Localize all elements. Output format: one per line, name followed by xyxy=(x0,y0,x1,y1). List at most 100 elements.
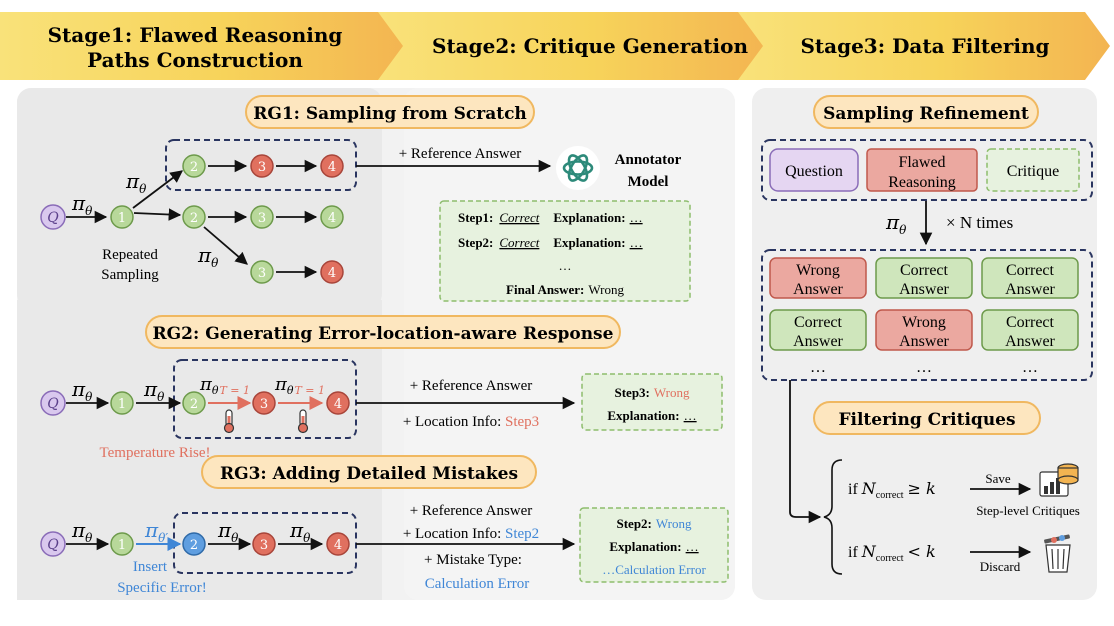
stage2-chevron xyxy=(378,12,770,80)
answers-ellipsis: … xyxy=(916,359,932,376)
filtering-title-pill xyxy=(813,401,1041,435)
svg-text:4: 4 xyxy=(328,160,336,175)
annotator-line2: Model xyxy=(628,174,669,190)
svg-text:Correct: Correct xyxy=(1006,314,1055,331)
rg3-step-row: Step2:Wrong xyxy=(617,516,692,531)
svg-text:1: 1 xyxy=(118,397,126,412)
database-chart-icon xyxy=(1039,463,1079,497)
rg1-node-4c: 4 xyxy=(320,260,344,284)
rg2-node-4: 4 xyxy=(326,391,350,415)
rg2-critique-box xyxy=(581,373,723,431)
svg-text:Wrong: Wrong xyxy=(902,314,946,331)
rg3-insert-line2: Specific Error! xyxy=(117,580,207,596)
svg-text:3: 3 xyxy=(260,538,268,553)
critique-box xyxy=(986,148,1080,192)
rg1-node-2a: 2 xyxy=(182,154,206,178)
svg-text:4: 4 xyxy=(334,538,342,553)
answer-cell-correct: Correct Answer xyxy=(769,309,867,351)
rg2-loc-info: + Location Info: Step3 xyxy=(403,414,539,430)
svg-text:Q: Q xyxy=(47,210,59,226)
rg1-pi-1: πθ xyxy=(71,191,93,218)
answer-cell-wrong: Wrong Answer xyxy=(875,309,973,351)
rg1-node-1: 1 xyxy=(110,205,134,229)
svg-text:3: 3 xyxy=(260,397,268,412)
svg-text:2: 2 xyxy=(190,211,198,226)
step-level-label: Step-level Critiques xyxy=(976,503,1080,518)
svg-text:Answer: Answer xyxy=(1005,333,1055,350)
inputs-dashed-group xyxy=(761,139,1093,201)
answer-cell-correct: Correct Answer xyxy=(981,257,1079,299)
rg2-pi-temp-1: πθT = 1 xyxy=(199,374,250,397)
rg3-pi-2: πθ xyxy=(217,518,239,545)
filter-brace xyxy=(823,459,843,575)
svg-text:4: 4 xyxy=(328,211,336,226)
rg3-node-1: 1 xyxy=(110,532,134,556)
rg3-node-4: 4 xyxy=(326,532,350,556)
svg-text:Answer: Answer xyxy=(793,333,843,350)
rg1-ref-answer: + Reference Answer xyxy=(399,146,522,162)
svg-text:Wrong: Wrong xyxy=(796,262,840,279)
annotator-logo-icon xyxy=(556,146,600,190)
rg1-node-3b: 3 xyxy=(250,205,274,229)
rg2-node-2: 2 xyxy=(182,391,206,415)
svg-text:Correct: Correct xyxy=(900,262,949,279)
answer-cell-correct: Correct Answer xyxy=(875,257,973,299)
sampling-title: Sampling Refinement xyxy=(823,104,1029,124)
save-label: Save xyxy=(985,471,1011,486)
stage1-rg1-shade xyxy=(17,88,382,308)
rg1-title-pill xyxy=(245,95,535,129)
svg-text:2: 2 xyxy=(190,160,198,175)
rg1-repeated-line1: Repeated xyxy=(102,247,158,263)
rg1-node-2b: 2 xyxy=(182,205,206,229)
rg3-loc-info: + Location Info: Step2 xyxy=(403,526,539,542)
answer-cell-wrong: Wrong Answer xyxy=(769,257,867,299)
rg2-title-pill xyxy=(145,315,621,349)
sampling-pi: πθ xyxy=(885,210,907,237)
rg3-pi-prime: πθ′ xyxy=(144,518,168,545)
svg-text:1: 1 xyxy=(118,211,126,226)
rg3-title: RG3: Adding Detailed Mistakes xyxy=(220,464,518,484)
rg3-node-q: Q xyxy=(40,531,66,557)
rg1-node-4a: 4 xyxy=(320,154,344,178)
rg3-node-3: 3 xyxy=(252,532,276,556)
rg3-pi-1: πθ xyxy=(71,518,93,545)
thermometer-icon xyxy=(297,409,309,434)
answer-cell-correct: Correct Answer xyxy=(981,309,1079,351)
answers-dashed-group xyxy=(761,249,1093,381)
rg3-insert-line1: Insert xyxy=(133,559,168,575)
discard-label: Discard xyxy=(980,559,1021,574)
rg1-pi-2: πθ xyxy=(125,169,147,196)
rg3-ref-answer: + Reference Answer xyxy=(410,503,533,519)
svg-text:Q: Q xyxy=(47,396,59,412)
stage2-title: Stage2: Critique Generation xyxy=(432,34,748,58)
rg2-node-3: 3 xyxy=(252,391,276,415)
rg2-pi-1: πθ xyxy=(71,377,93,404)
rg1-critique-box xyxy=(439,200,691,302)
answers-ellipsis: … xyxy=(1022,359,1038,376)
svg-text:Answer: Answer xyxy=(1005,281,1055,298)
rg1-dashed-group xyxy=(165,139,357,191)
rg3-node-2: 2 xyxy=(182,532,206,556)
rg1-node-3a: 3 xyxy=(250,154,274,178)
rg1-node-4b: 4 xyxy=(320,205,344,229)
svg-text:Answer: Answer xyxy=(899,333,949,350)
stage3-title: Stage3: Data Filtering xyxy=(800,34,1049,58)
stage1-title-line2: Paths Construction xyxy=(87,48,303,72)
rg1-vdots: … xyxy=(559,258,572,273)
rg2-pi-2: πθ xyxy=(143,377,165,404)
svg-text:4: 4 xyxy=(334,397,342,412)
svg-text:Answer: Answer xyxy=(793,281,843,298)
rg1-edge-2-3c xyxy=(203,226,248,265)
annotator-line1: Annotator xyxy=(615,152,682,168)
stage1-title-line1: Stage1: Flawed Reasoning xyxy=(48,23,343,47)
rg1-repeated-line2: Sampling xyxy=(101,267,159,283)
rg1-pi-3: πθ xyxy=(197,243,219,270)
rg2-node-1: 1 xyxy=(110,391,134,415)
rg1-node-q: Q xyxy=(40,204,66,230)
svg-text:Answer: Answer xyxy=(899,281,949,298)
rg1-edge-1-2b xyxy=(133,208,182,221)
critique-label: Critique xyxy=(1007,163,1059,180)
rg2-expl-row: Explanation:… xyxy=(607,408,696,423)
